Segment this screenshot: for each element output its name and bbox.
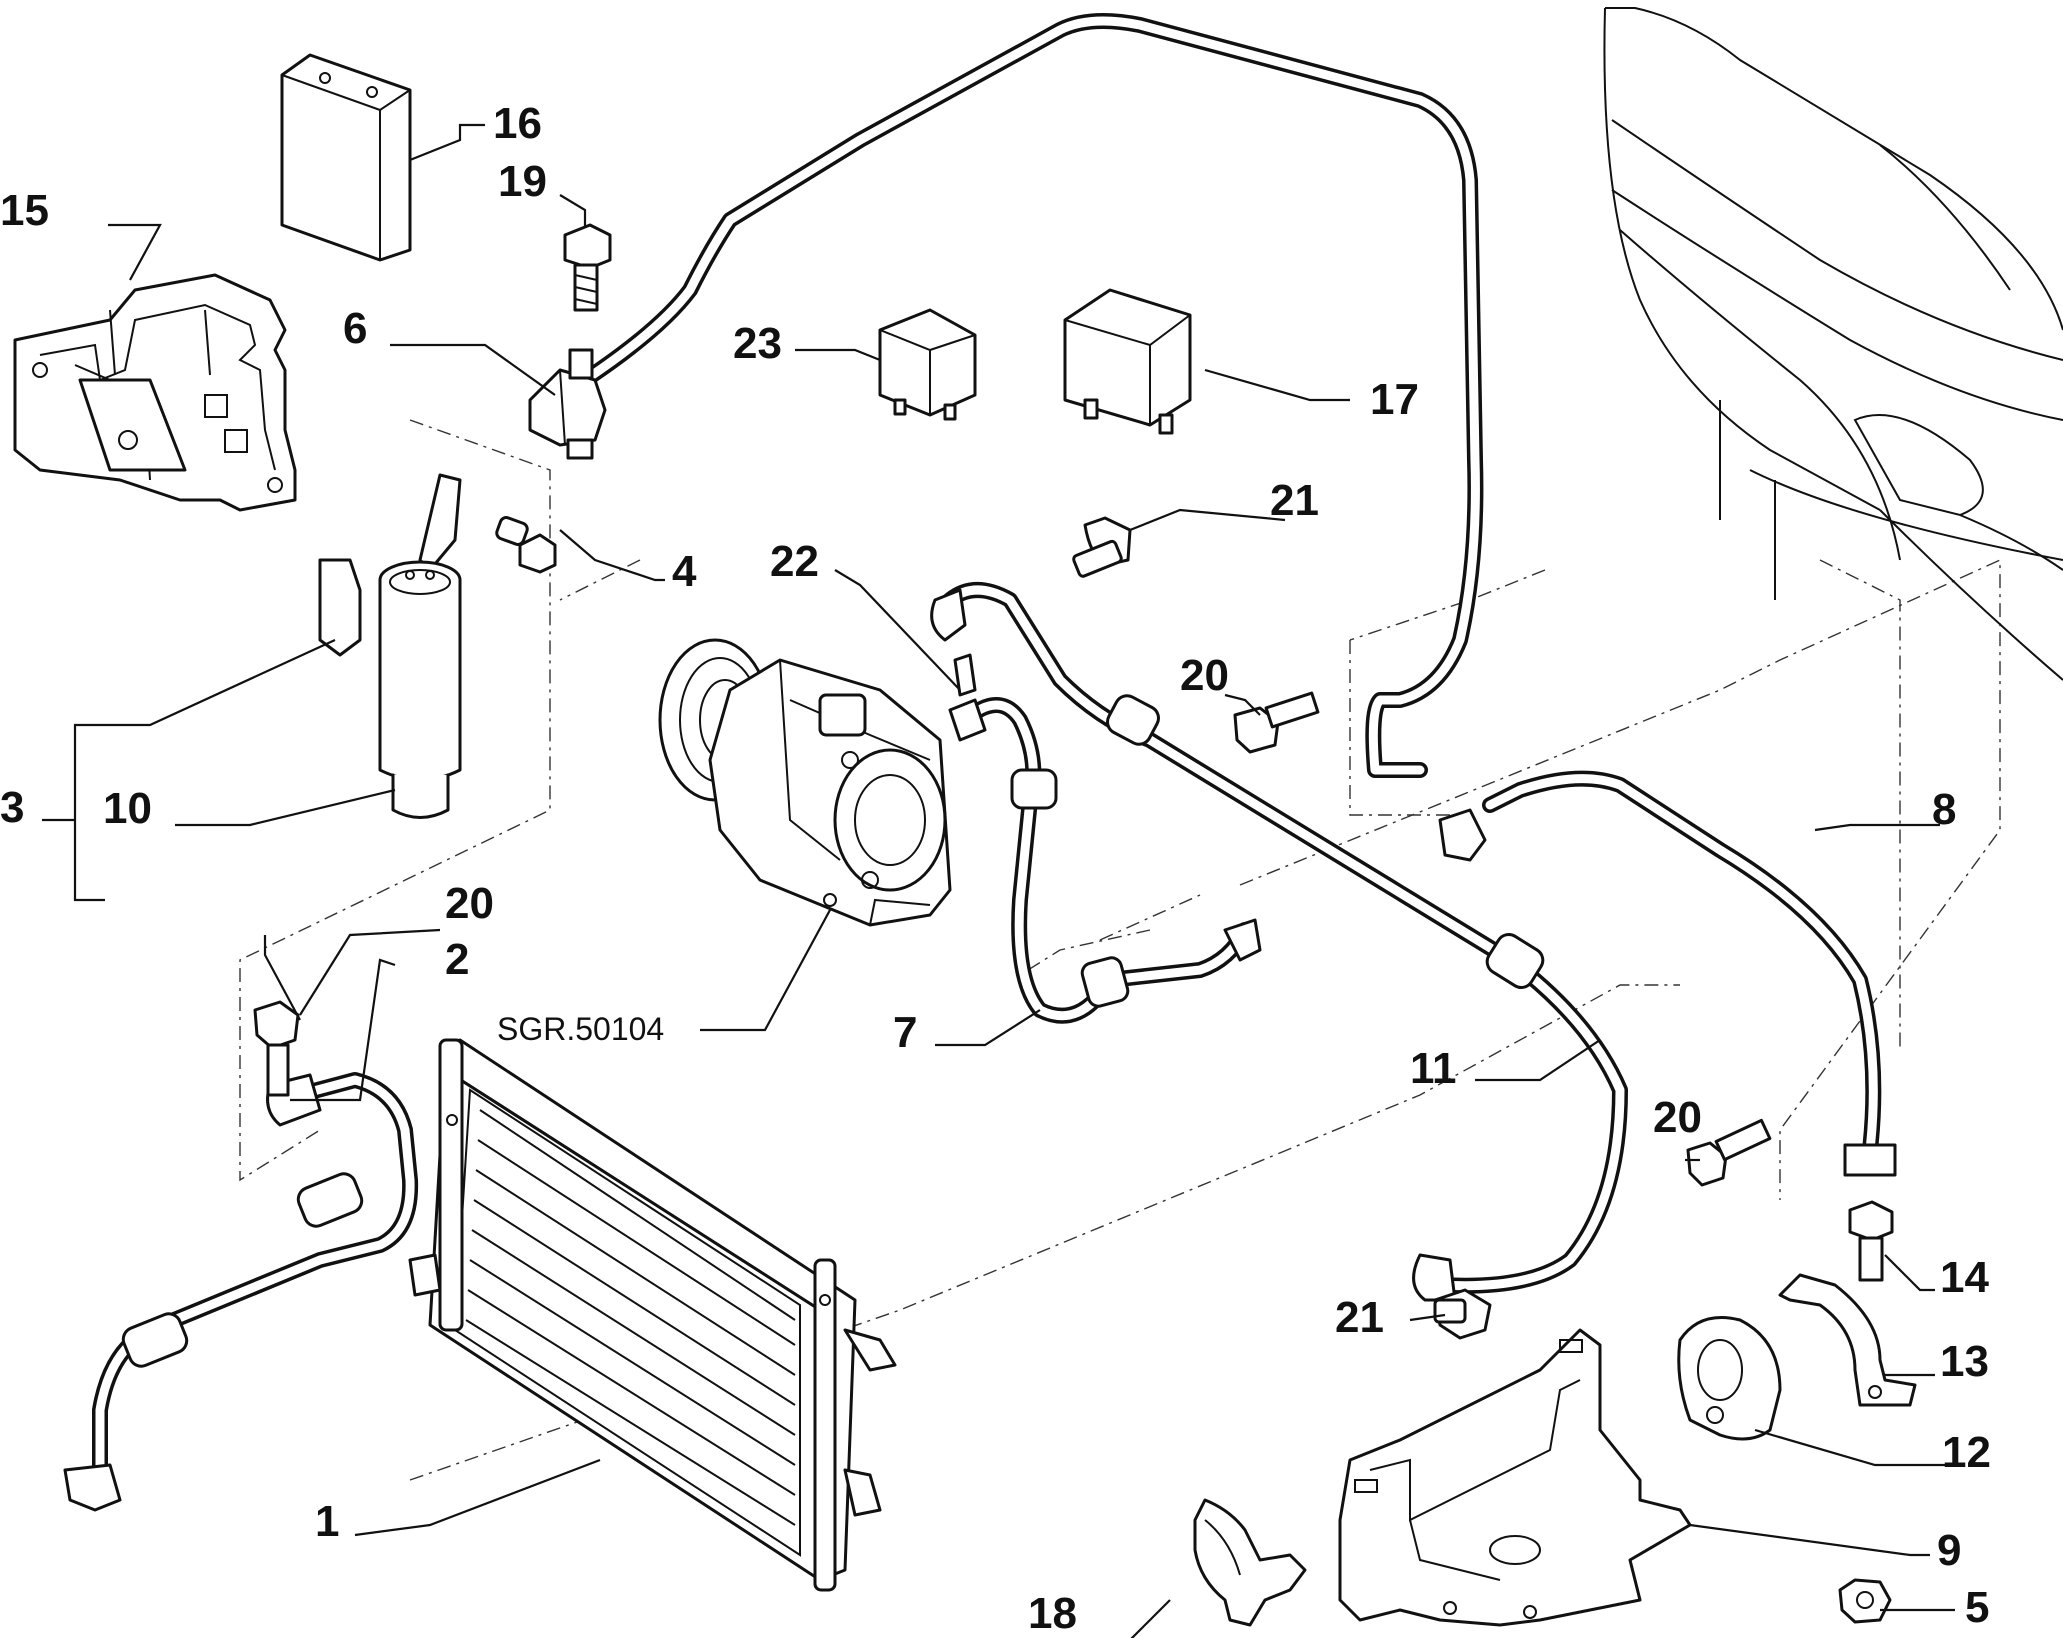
callout-19: 19 [498, 157, 547, 206]
callout-21-lower: 21 [1335, 1293, 1384, 1342]
callout-5: 5 [1965, 1583, 1989, 1632]
vehicle-body-outline [1603, 7, 2063, 681]
callout-16: 16 [493, 99, 542, 148]
part-15-mounting-bracket [13, 273, 297, 512]
callout-20-upper: 20 [1180, 651, 1229, 700]
part-16-module-box [280, 53, 412, 262]
part-17-relay-large [1063, 288, 1192, 435]
callout-17: 17 [1370, 375, 1419, 424]
hose-7-discharge-line [948, 697, 1262, 1024]
callout-10: 10 [103, 784, 152, 833]
callout-18: 18 [1028, 1589, 1077, 1638]
part-1-condenser [408, 1038, 897, 1592]
hose-6-compressor-line [577, 13, 1484, 778]
callout-12: 12 [1942, 1428, 1991, 1477]
callout-labels: 1 2 3 4 5 6 7 8 9 10 11 12 13 14 15 16 1… [0, 99, 1991, 1638]
compressor [658, 638, 952, 927]
part-4-bolt [495, 516, 557, 574]
callout-6: 6 [343, 304, 367, 353]
callout-22: 22 [770, 537, 819, 586]
hose-8-liquid-line [1438, 770, 1897, 1177]
part-5-nut [1838, 1578, 1892, 1624]
callout-20-right: 20 [1653, 1093, 1702, 1142]
part-10-receiver-drier [318, 473, 462, 819]
part-9-support-bracket [1338, 1328, 1692, 1627]
diagram-reference-code: SGR.50104 [497, 1011, 664, 1047]
callout-14: 14 [1940, 1253, 1989, 1302]
part-18-hose-clip [1193, 1498, 1307, 1627]
part-20-bolt-b [253, 1000, 300, 1097]
part-20-bolt-a [1233, 691, 1320, 754]
callout-1: 1 [315, 1497, 339, 1546]
callout-3: 3 [0, 783, 24, 832]
part-20-bolt-c [1686, 1118, 1772, 1187]
hose-2-condenser-line [63, 1072, 419, 1512]
callout-11: 11 [1410, 1044, 1457, 1093]
callout-23: 23 [733, 319, 782, 368]
part-21-bolt-upper [1072, 516, 1132, 578]
leader-lines [42, 123, 1955, 1638]
callout-13: 13 [1940, 1337, 1989, 1386]
callout-20-left: 20 [445, 879, 494, 928]
callout-21-upper: 21 [1270, 476, 1319, 525]
part-21-bolt-lower [1433, 1288, 1492, 1340]
part-13-clamp [1778, 1273, 1917, 1407]
part-23-relay-small [878, 308, 977, 421]
part-19-bolt [563, 223, 612, 312]
part-14-bolt [1848, 1200, 1894, 1282]
callout-8: 8 [1932, 785, 1956, 834]
callout-4: 4 [672, 547, 697, 596]
callout-7: 7 [893, 1008, 917, 1057]
callout-9: 9 [1937, 1526, 1961, 1575]
part-22-fitting [930, 588, 977, 697]
part-12-rubber-bush [1677, 1316, 1782, 1441]
hose-11-suction-line [942, 582, 1628, 1302]
callout-2: 2 [445, 935, 469, 984]
part-6-pressure-switch [528, 348, 607, 460]
callout-15: 15 [0, 186, 49, 235]
